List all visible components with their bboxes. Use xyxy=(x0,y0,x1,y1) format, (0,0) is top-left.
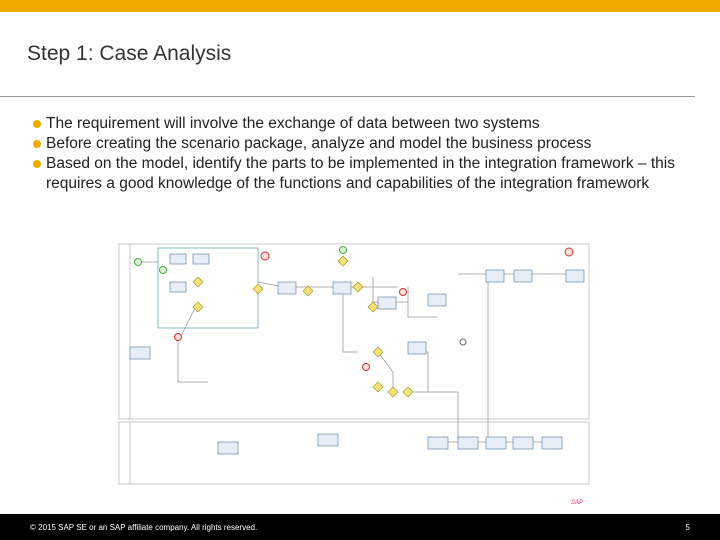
bullet-dot-icon xyxy=(33,160,41,168)
top-accent-band xyxy=(0,0,720,12)
slide-title: Step 1: Case Analysis xyxy=(27,42,232,65)
bullet-dot-icon xyxy=(33,120,41,128)
copyright-text: © 2015 SAP SE or an SAP affiliate compan… xyxy=(30,523,258,532)
bullet-item: Based on the model, identify the parts t… xyxy=(32,154,692,194)
bullet-list: The requirement will involve the exchang… xyxy=(32,114,692,194)
bullet-dot-icon xyxy=(33,140,41,148)
business-process-diagram xyxy=(118,243,590,485)
page-number: 5 xyxy=(685,523,690,532)
bullet-text: Based on the model, identify the parts t… xyxy=(46,155,675,192)
bullet-text: Before creating the scenario package, an… xyxy=(46,135,592,152)
bullet-item: The requirement will involve the exchang… xyxy=(32,114,692,134)
title-divider xyxy=(0,96,695,97)
slide-footer: © 2015 SAP SE or an SAP affiliate compan… xyxy=(0,514,720,540)
bullet-text: The requirement will involve the exchang… xyxy=(46,115,540,132)
sap-logo-mark: SAP xyxy=(571,500,584,506)
bullet-item: Before creating the scenario package, an… xyxy=(32,134,692,154)
